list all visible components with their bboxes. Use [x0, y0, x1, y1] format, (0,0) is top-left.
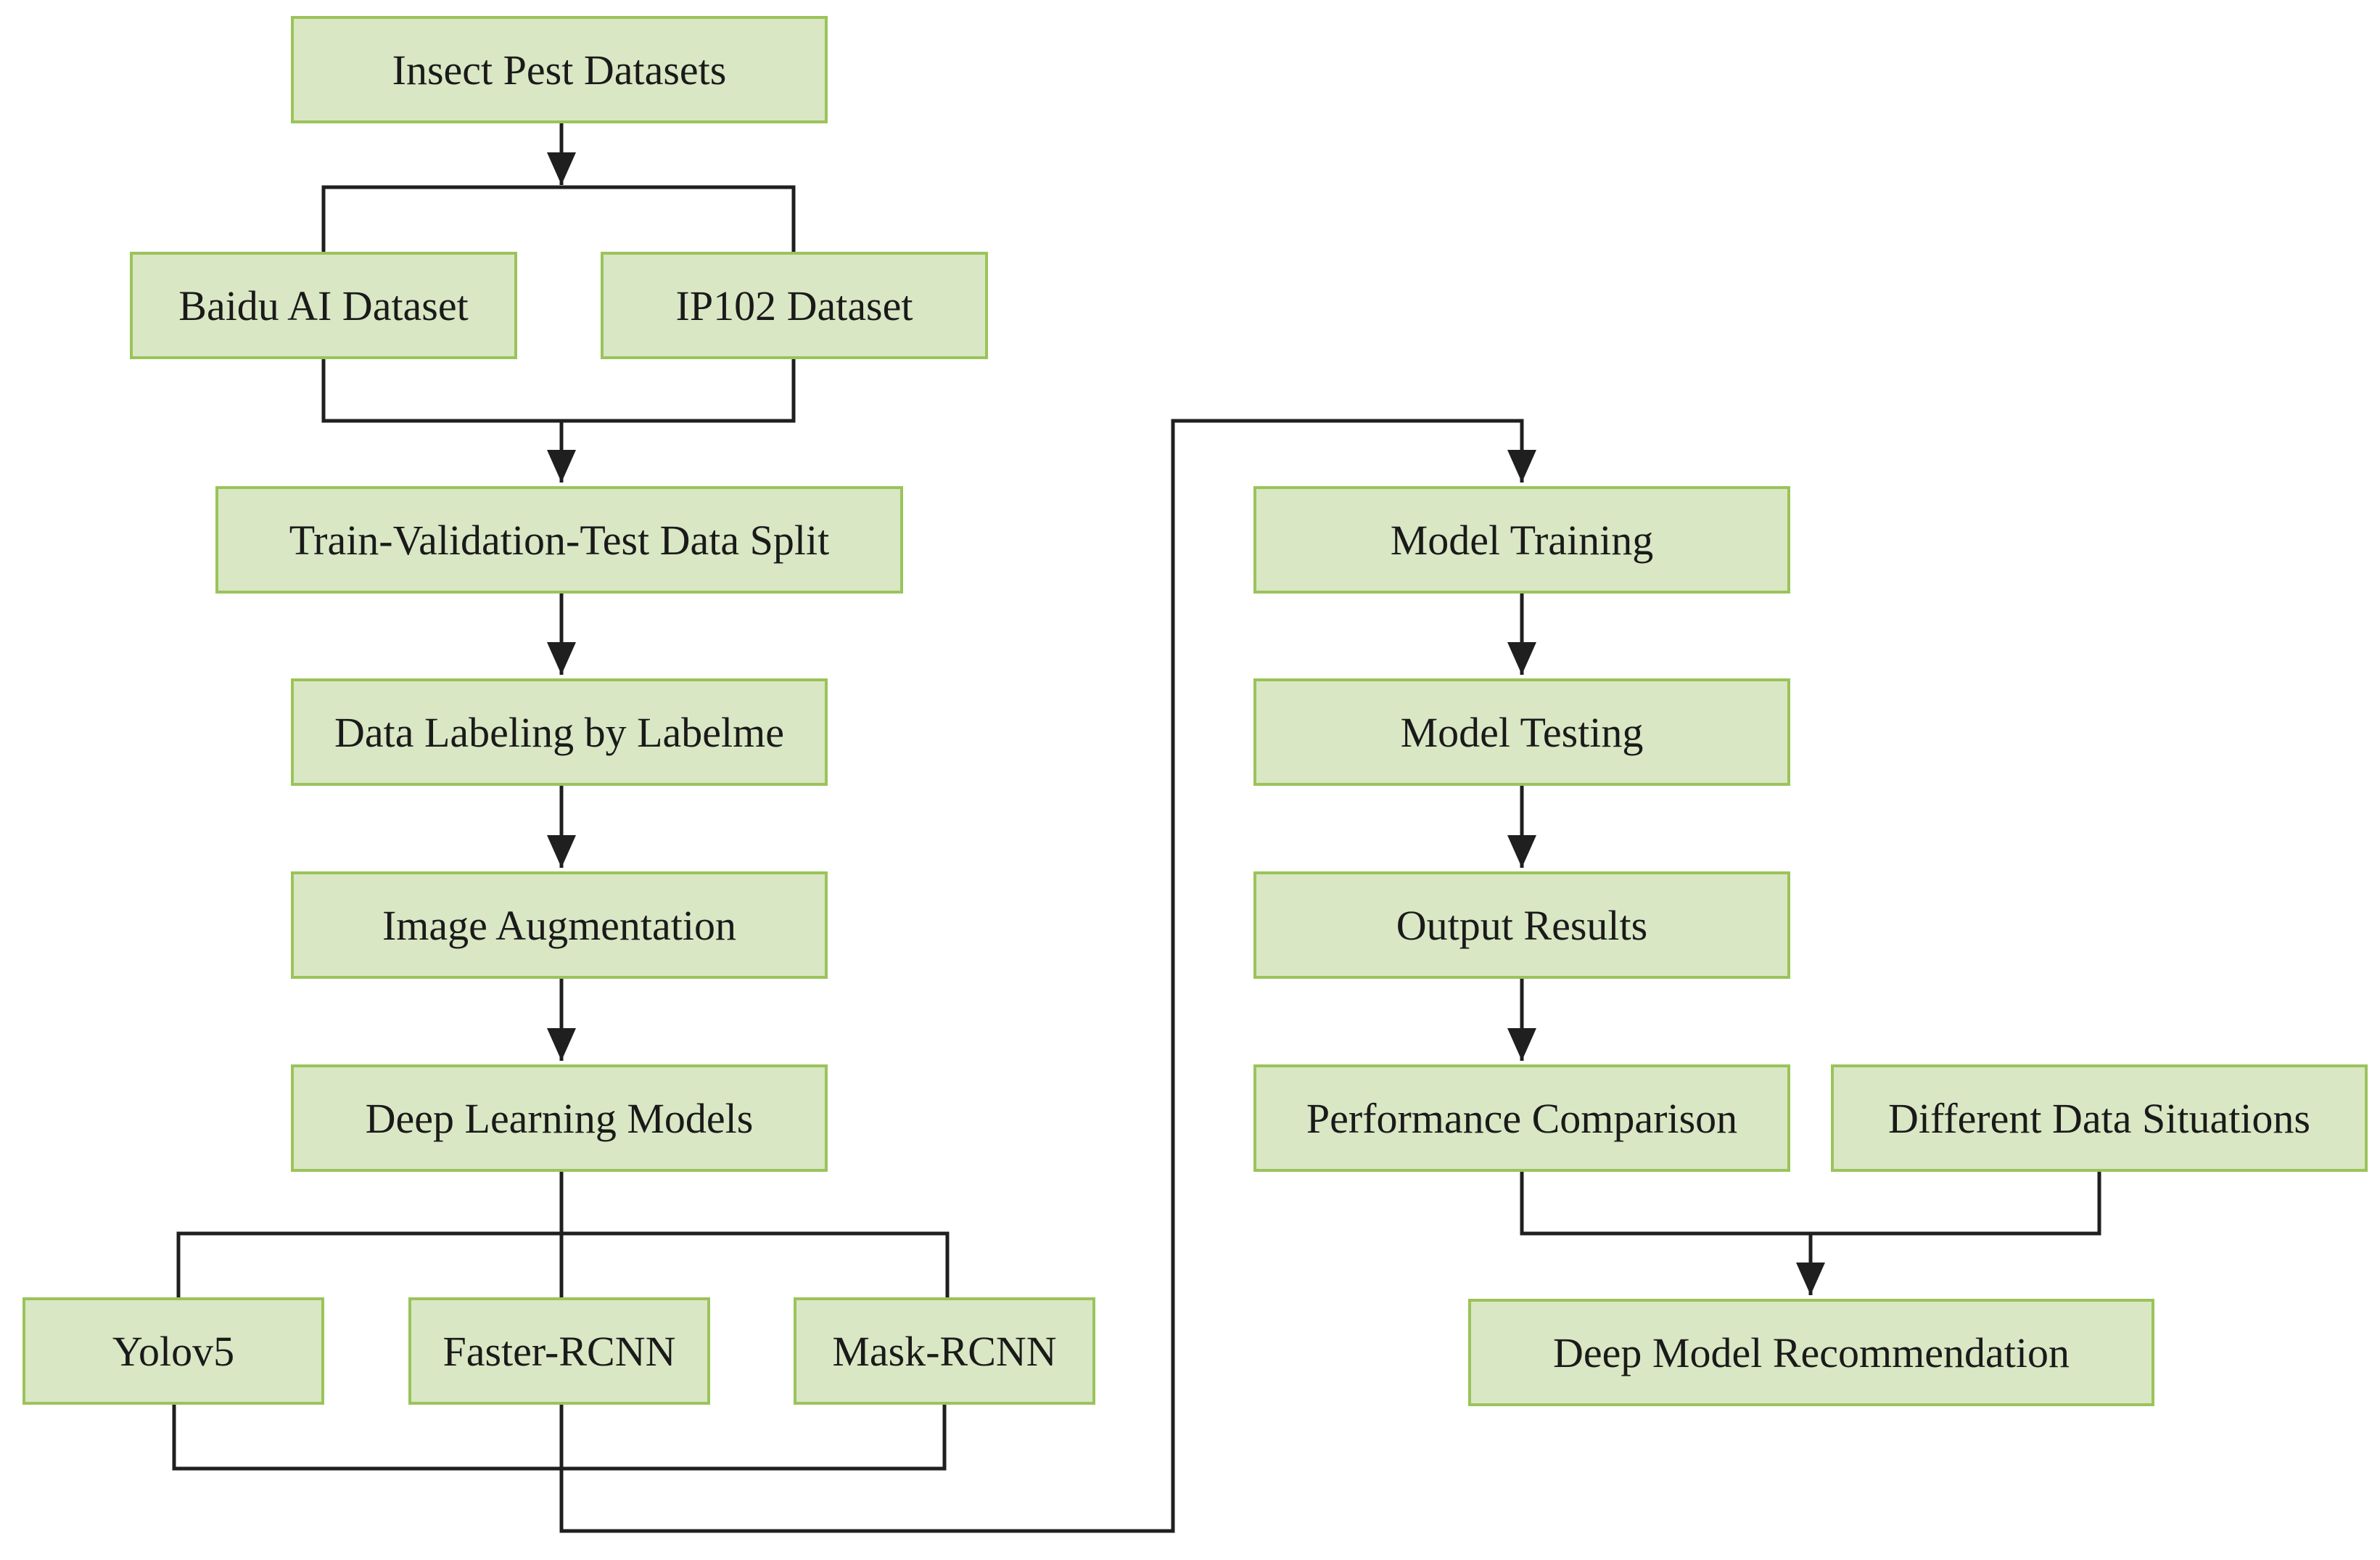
node-deep-learning-models: Deep Learning Models	[291, 1064, 828, 1172]
node-label: Output Results	[1396, 901, 1648, 949]
node-output-results: Output Results	[1253, 871, 1790, 979]
node-label: Baidu AI Dataset	[178, 282, 469, 329]
node-mask-rcnn: Mask-RCNN	[794, 1297, 1095, 1405]
node-label: Faster-RCNN	[442, 1327, 676, 1375]
branch-to-three-models	[176, 1231, 950, 1297]
node-insect-pest-datasets: Insect Pest Datasets	[291, 16, 828, 123]
node-label: Train-Validation-Test Data Split	[289, 516, 830, 564]
node-data-labeling: Data Labeling by Labelme	[291, 678, 828, 786]
node-deep-model-recommendation: Deep Model Recommendation	[1468, 1299, 2154, 1406]
node-label: Deep Model Recommendation	[1553, 1329, 2070, 1376]
node-different-data-situations: Different Data Situations	[1831, 1064, 2368, 1172]
node-label: Yolov5	[112, 1327, 235, 1375]
node-label: Mask-RCNN	[832, 1327, 1057, 1375]
merge-three-models	[172, 1405, 947, 1471]
node-data-split: Train-Validation-Test Data Split	[215, 486, 903, 594]
node-performance-comparison: Performance Comparison	[1253, 1064, 1790, 1172]
node-model-training: Model Training	[1253, 486, 1790, 594]
node-label: Insect Pest Datasets	[392, 46, 727, 94]
branch-to-baidu	[321, 185, 796, 252]
node-baidu-ai-dataset: Baidu AI Dataset	[130, 252, 517, 359]
node-label: Data Labeling by Labelme	[334, 708, 785, 756]
node-label: Model Testing	[1400, 708, 1644, 756]
merge-datasets	[321, 358, 796, 423]
node-label: Different Data Situations	[1887, 1094, 2310, 1142]
node-label: Performance Comparison	[1306, 1094, 1738, 1142]
faster-rcnn-to-training-path	[559, 419, 1536, 1533]
merge-performance-situations	[1520, 1172, 2101, 1236]
node-faster-rcnn: Faster-RCNN	[408, 1297, 710, 1405]
node-label: Deep Learning Models	[365, 1094, 754, 1142]
node-yolov5: Yolov5	[22, 1297, 324, 1405]
node-label: Image Augmentation	[382, 901, 737, 949]
node-label: IP102 Dataset	[675, 282, 913, 329]
node-label: Model Training	[1390, 516, 1654, 564]
node-image-augmentation: Image Augmentation	[291, 871, 828, 979]
node-ip102-dataset: IP102 Dataset	[601, 252, 988, 359]
node-model-testing: Model Testing	[1253, 678, 1790, 786]
